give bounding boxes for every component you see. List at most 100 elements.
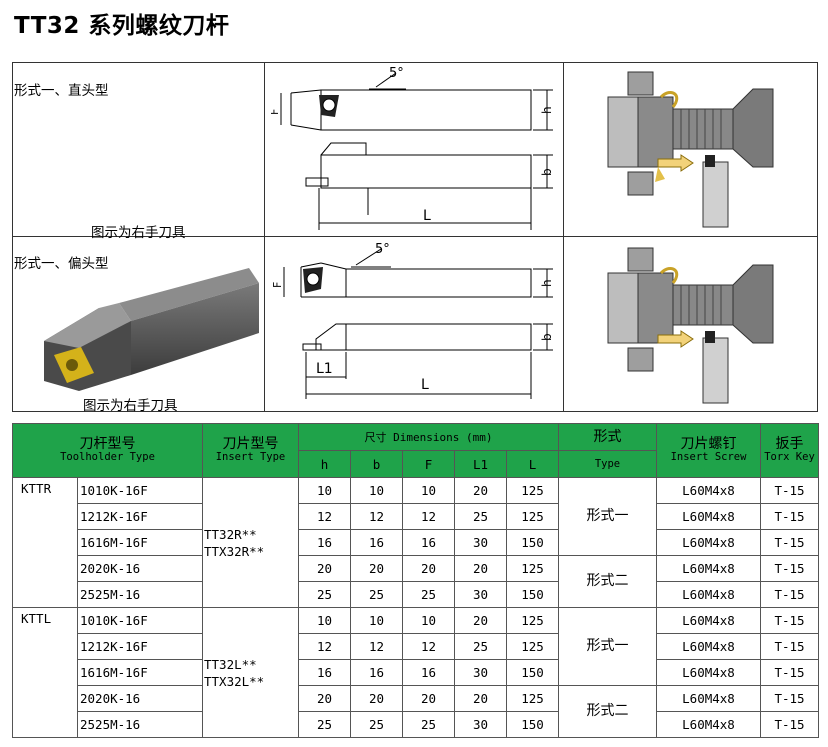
torx-key: T-15	[760, 607, 819, 634]
dim-f: 12	[402, 633, 455, 660]
dim-f: 25	[402, 711, 455, 738]
torx-key: T-15	[760, 477, 819, 504]
form-type: 形式一	[558, 477, 657, 556]
dim-h: 12	[298, 633, 351, 660]
header-screw: 刀片螺钉 Insert Screw	[656, 423, 761, 478]
dim-f: 10	[402, 607, 455, 634]
group-label: KTTL	[12, 607, 78, 738]
form-type: 形式二	[558, 555, 657, 608]
holder-code: 1212K-16F	[77, 503, 203, 530]
dim-l: 125	[506, 503, 559, 530]
insert-screw: L60M4x8	[656, 711, 761, 738]
holder-code: 1616M-16F	[77, 529, 203, 556]
diagram-panel: 形式一、直头型 图示为右手刀具 形式一、偏头型 图示为右手刀具	[12, 62, 818, 414]
dim-l: 150	[506, 711, 559, 738]
dim-b: 10	[350, 607, 403, 634]
dim-l: 150	[506, 529, 559, 556]
insert-screw: L60M4x8	[656, 607, 761, 634]
dim-h: 16	[298, 529, 351, 556]
holder-code: 1616M-16F	[77, 659, 203, 686]
dim-b: 20	[350, 685, 403, 712]
form-type: 形式二	[558, 685, 657, 738]
holder-code: 1010K-16F	[77, 607, 203, 634]
holder-code: 2525M-16	[77, 581, 203, 608]
dim-l1-label: L1	[316, 361, 333, 377]
caption-right-hand-2: 图示为右手刀具	[83, 398, 178, 414]
offset-head-drawing: 5° F h b L1 L	[271, 242, 554, 399]
dim-l1: 20	[454, 477, 507, 504]
dim-f: 20	[402, 685, 455, 712]
dim-h: 10	[298, 477, 351, 504]
torx-key: T-15	[760, 581, 819, 608]
machining-illustration-1	[607, 71, 774, 228]
dim-f: 16	[402, 529, 455, 556]
dim-h: 20	[298, 555, 351, 582]
group-label: KTTR	[12, 477, 78, 608]
header-l: L	[506, 450, 559, 478]
machining-illustration-2	[607, 247, 774, 404]
dim-l: 125	[506, 633, 559, 660]
dim-b: 16	[350, 529, 403, 556]
dim-f-label-2: F	[271, 282, 284, 288]
dim-f-label: F	[271, 109, 281, 115]
dim-l: 125	[506, 607, 559, 634]
torx-key: T-15	[760, 711, 819, 738]
header-h: h	[298, 450, 351, 478]
insert-screw: L60M4x8	[656, 659, 761, 686]
dim-l: 125	[506, 477, 559, 504]
holder-code: 1212K-16F	[77, 633, 203, 660]
dim-l-label: L	[423, 208, 431, 224]
torx-key: T-15	[760, 685, 819, 712]
header-key: 扳手 Torx Key	[760, 423, 819, 478]
dim-l: 125	[506, 685, 559, 712]
dim-h: 16	[298, 659, 351, 686]
holder-code: 1010K-16F	[77, 477, 203, 504]
dim-l1: 30	[454, 581, 507, 608]
dim-h-label: h	[540, 106, 554, 114]
caption-right-hand: 图示为右手刀具	[91, 225, 186, 241]
dim-l: 150	[506, 659, 559, 686]
insert-screw: L60M4x8	[656, 477, 761, 504]
dim-l-label-2: L	[421, 377, 429, 393]
header-type-en: Type	[558, 450, 657, 478]
insert-screw: L60M4x8	[656, 633, 761, 660]
dim-h: 25	[298, 581, 351, 608]
header-type-cn: 形式	[558, 423, 657, 451]
header-l1: L1	[454, 450, 507, 478]
dim-l1: 30	[454, 529, 507, 556]
torx-key: T-15	[760, 503, 819, 530]
dim-f: 16	[402, 659, 455, 686]
dim-l1: 30	[454, 659, 507, 686]
dim-l1: 20	[454, 685, 507, 712]
dim-h: 10	[298, 607, 351, 634]
angle-label-2: 5°	[375, 242, 390, 257]
dim-b: 12	[350, 633, 403, 660]
dim-l1: 20	[454, 555, 507, 582]
dim-l1: 30	[454, 711, 507, 738]
dim-l1: 25	[454, 633, 507, 660]
insert-screw: L60M4x8	[656, 529, 761, 556]
torx-key: T-15	[760, 555, 819, 582]
dim-l: 125	[506, 555, 559, 582]
dim-b: 10	[350, 477, 403, 504]
dim-l1: 20	[454, 607, 507, 634]
dim-f: 10	[402, 477, 455, 504]
torx-key: T-15	[760, 529, 819, 556]
dim-f: 20	[402, 555, 455, 582]
holder-code: 2020K-16	[77, 685, 203, 712]
header-b: b	[350, 450, 403, 478]
dim-b: 20	[350, 555, 403, 582]
straight-head-drawing: 5° F h b L	[271, 66, 554, 230]
form-straight-label: 形式一、直头型	[14, 83, 109, 99]
header-holder: 刀杆型号 Toolholder Type	[12, 423, 203, 478]
page-title: TT32 系列螺纹刀杆	[14, 13, 230, 39]
torx-key: T-15	[760, 659, 819, 686]
